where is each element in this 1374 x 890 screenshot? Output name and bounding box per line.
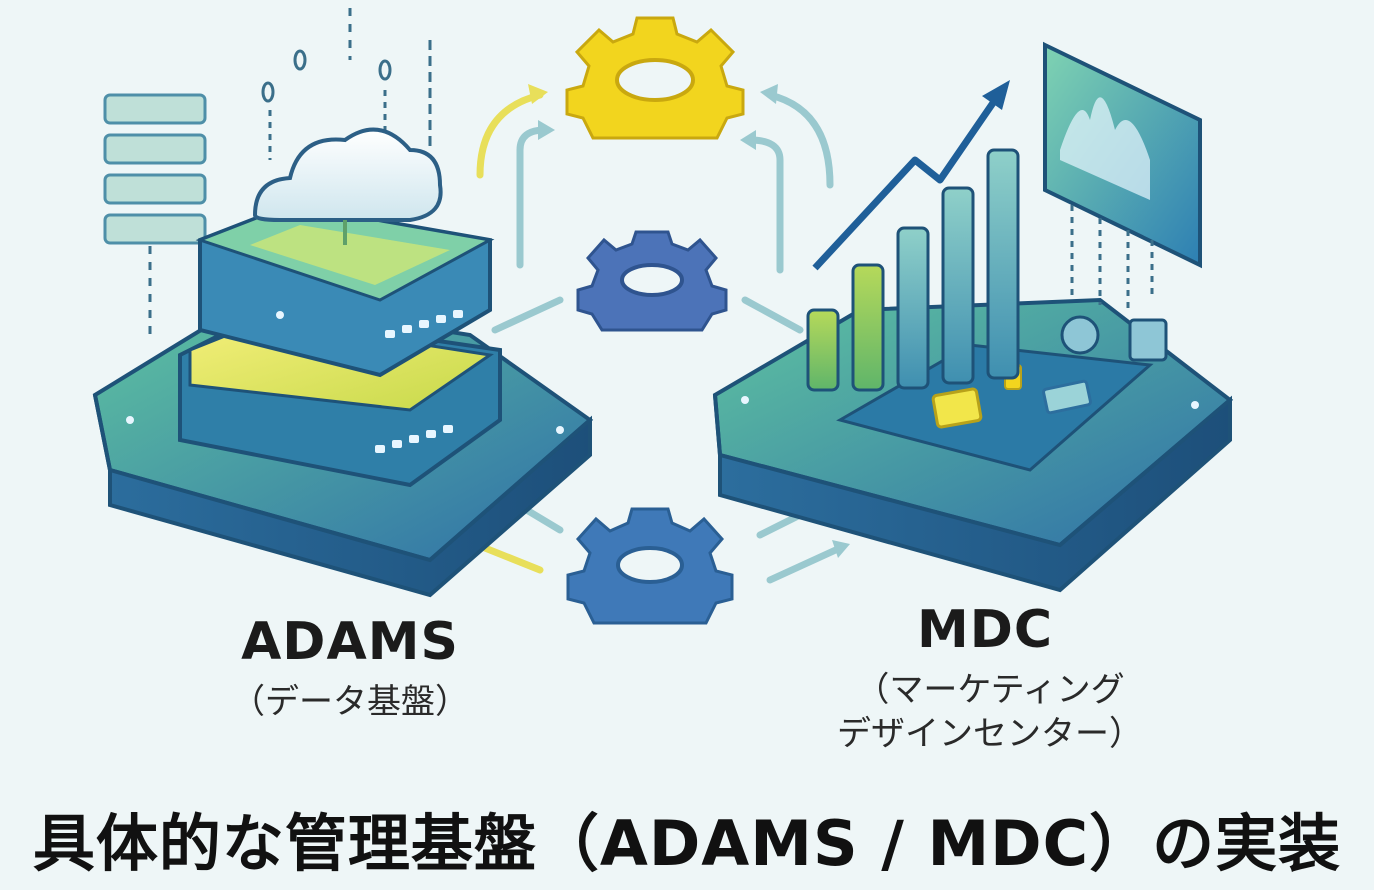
gear-icon	[566, 507, 734, 625]
trend-arrow-icon	[812, 80, 1010, 271]
mdc-label: MDC	[916, 600, 1054, 660]
adams-platform	[92, 202, 594, 598]
gear-icon	[576, 230, 728, 332]
page-title: 具体的な管理基盤（ADAMS / MDC）の実装	[32, 807, 1342, 880]
mdc-subtitle: （マーケティング デザインセンター）	[780, 668, 1200, 756]
bar-chart-icon	[806, 148, 1020, 392]
cloud-icon	[252, 127, 443, 245]
data-list-panel	[103, 93, 207, 245]
monitor-icon	[1043, 41, 1202, 310]
gear-icon	[565, 16, 745, 140]
mdc-subtitle-line1: （マーケティング	[855, 670, 1125, 710]
mdc-subtitle-line2: デザインセンター）	[837, 714, 1143, 754]
adams-label: ADAMS	[241, 612, 459, 672]
adams-subtitle: （データ基盤）	[231, 682, 469, 722]
